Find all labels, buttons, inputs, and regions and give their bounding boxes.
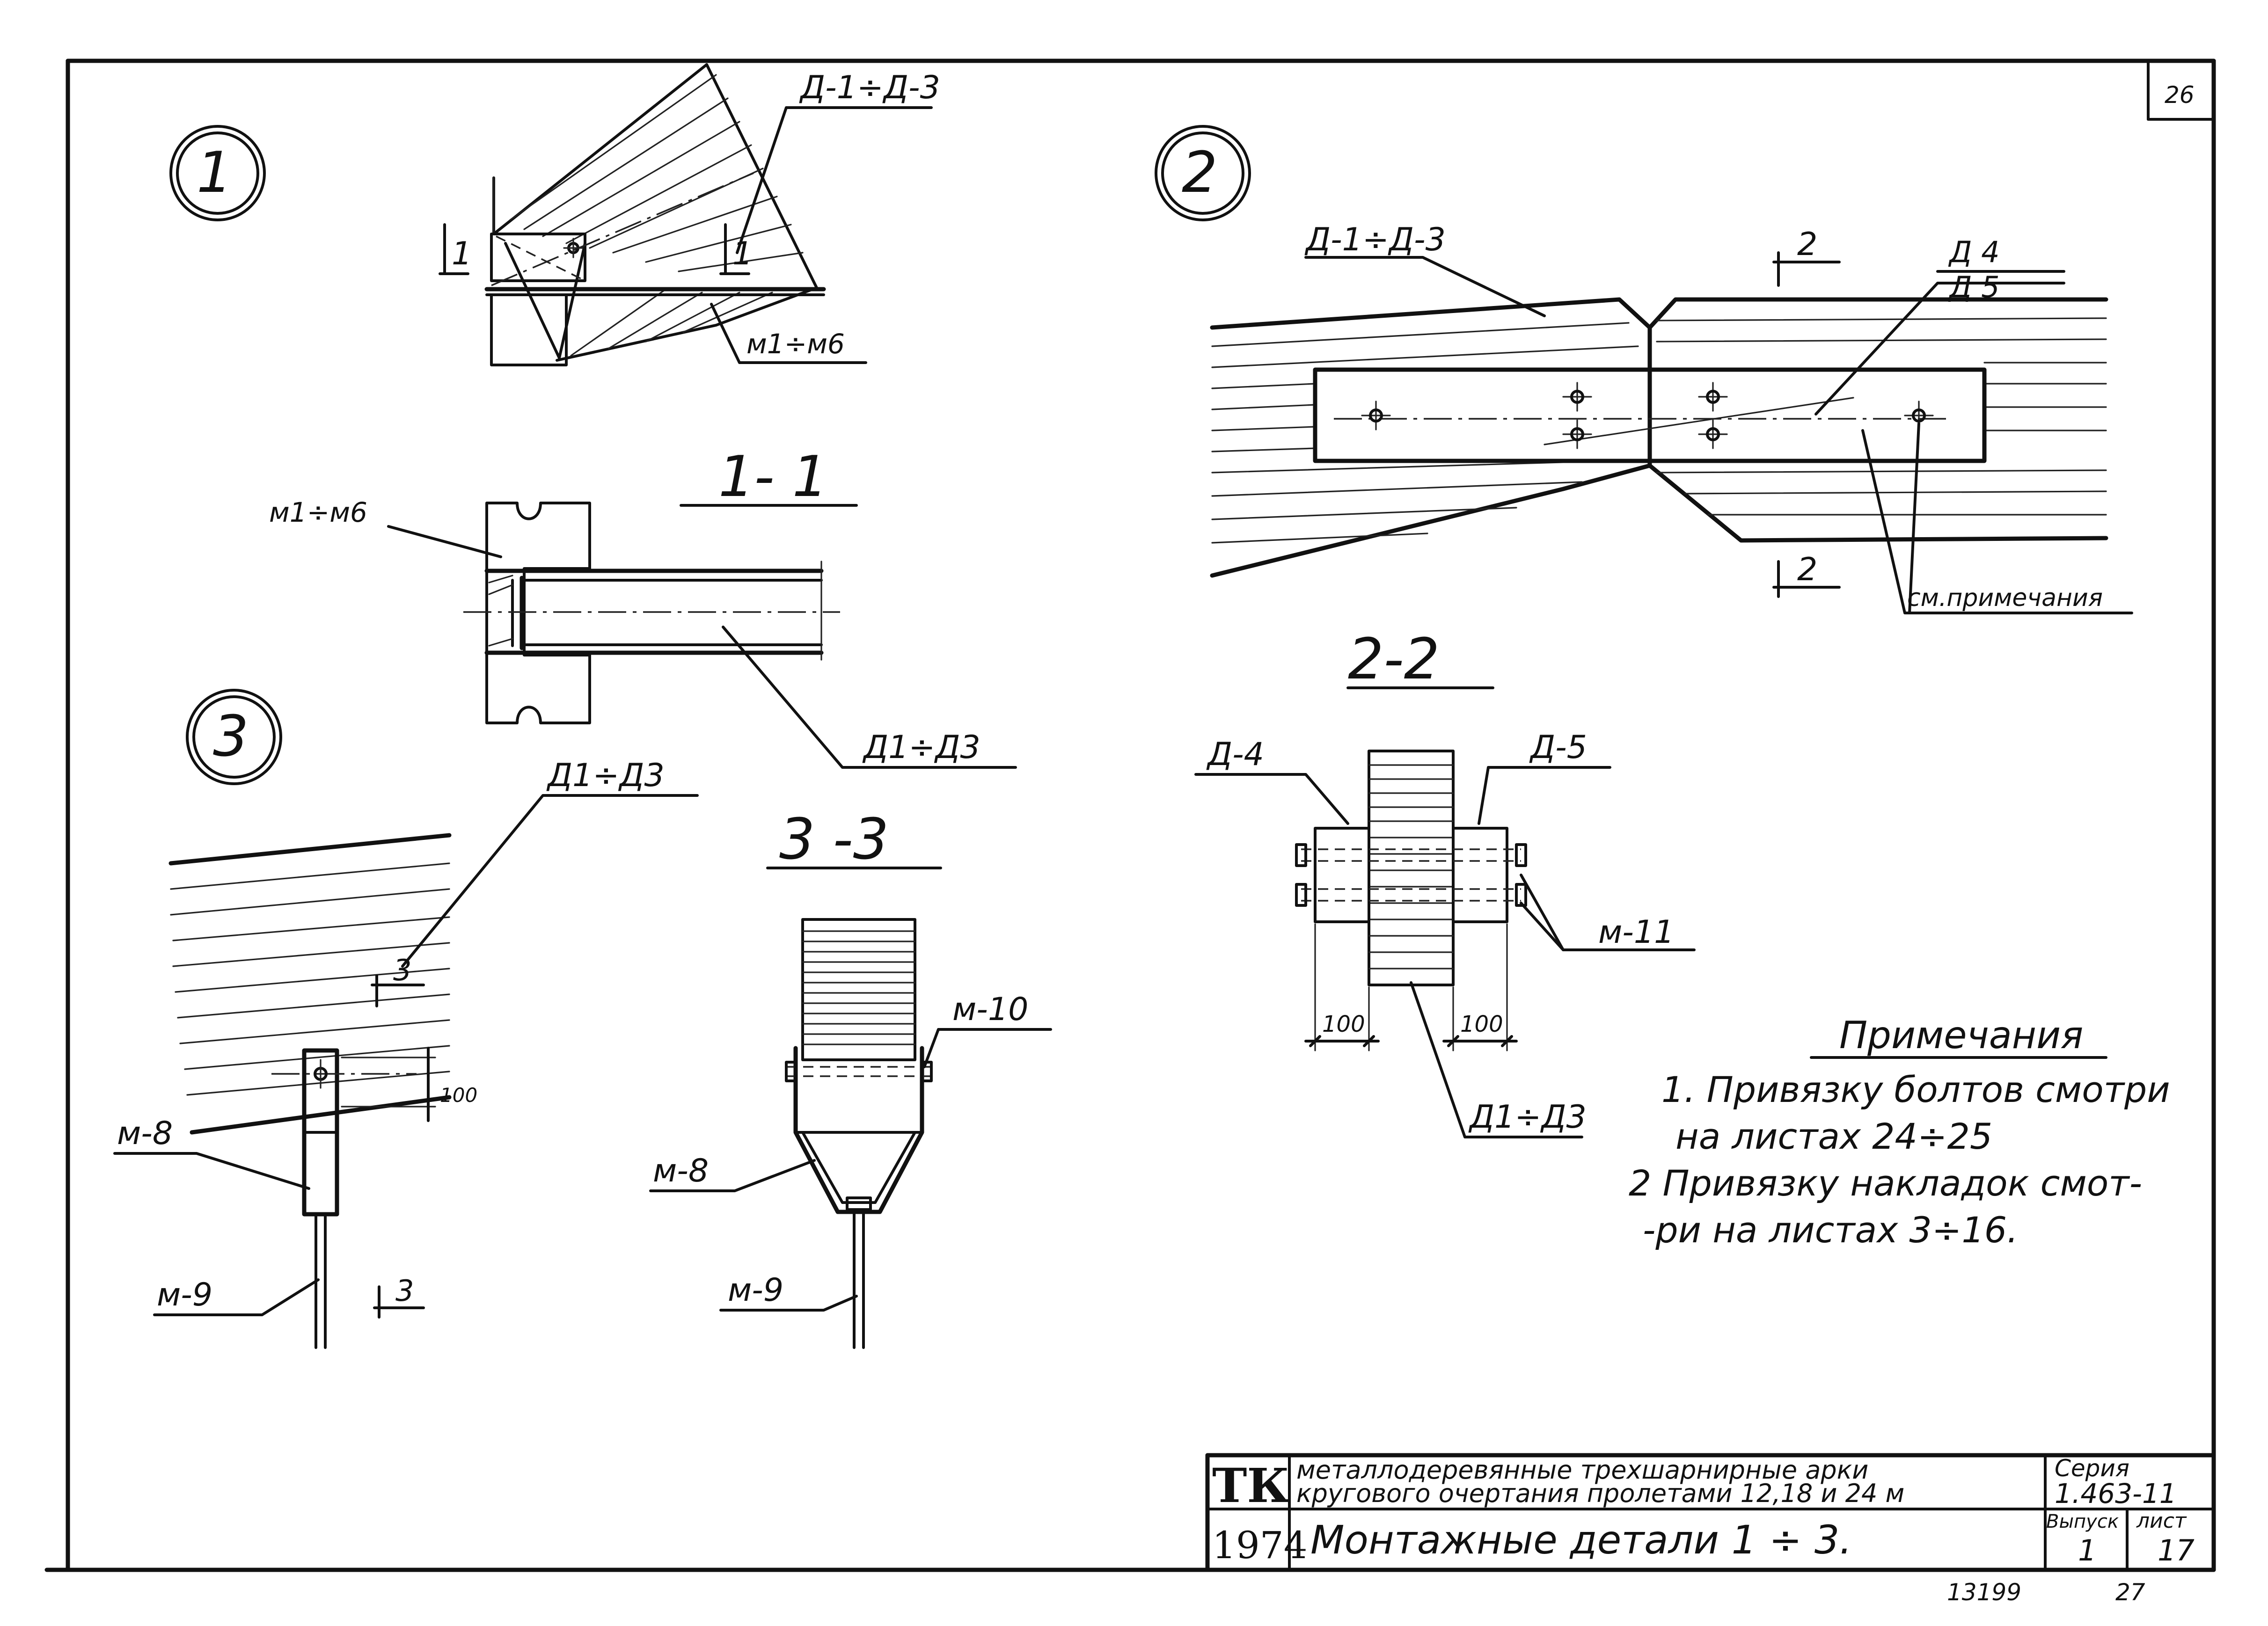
title-block-description-2: кругового очертания пролетами 12,18 и 24… [1296,1479,1904,1508]
title-block-year: 1974 [1212,1524,1308,1567]
detail-1-number: 1 [197,140,232,205]
section-2-2-bolts-label: м-11 [1598,914,1674,951]
section-2-2-right-plate-label: Д-5 [1529,729,1587,766]
detail-1-cut-left: 1 [452,235,472,272]
detail-1-cut-right: 1 [732,235,753,272]
title-block-issue-label: Выпуск [2046,1511,2119,1532]
detail-1-leader-beam: Д-1÷Д-3 [799,69,940,106]
section-3-3-clamp-label: м-8 [653,1152,709,1189]
title-block-description-1: металлодеревянные трехшарнирные арки [1296,1455,1868,1485]
section-2-2-beam-label: Д1÷Д3 [1468,1099,1587,1136]
bolt-symbols [1361,382,1934,449]
bottom-number-right: 27 [2115,1579,2145,1606]
section-3-3 [649,867,1052,1349]
notes-line-2: на листах 24÷25 [1675,1116,1992,1157]
section-2-2-title: 2-2 [1348,627,1440,692]
notes-line-3: 2 Привязку накладок смот- [1629,1162,2142,1204]
section-2-2-left-plate-label: Д-4 [1206,736,1264,773]
notes-title: Примечания [1839,1014,2083,1057]
detail-1-leader-plate: м1÷м6 [746,328,845,360]
detail-3-cut-top: 3 [393,953,411,987]
title-block [1205,1453,2216,1572]
title-block-sheet-title: Монтажные детали 1 ÷ 3. [1310,1517,1852,1563]
title-block-org: ТК [1212,1458,1289,1513]
detail-2-leader-plate-d5: Д 5 [1948,270,2000,304]
corner-sheet-number: 26 [2165,81,2195,109]
section-3-3-title: 3 -3 [779,807,889,872]
section-2-2 [1194,686,1696,1138]
section-3-3-rod-label: м-9 [728,1272,783,1309]
detail-3-dim: 100 [440,1084,477,1107]
section-2-2-dim-right: 100 [1460,1011,1503,1037]
notes-line-4: -ри на листах 3÷16. [1643,1209,2018,1251]
sheet-frame [44,58,2216,1572]
title-block-issue-value: 1 [2078,1533,2096,1568]
bottom-number-left: 13199 [1947,1579,2021,1606]
detail-2-number: 2 [1182,140,1217,205]
detail-3 [113,689,699,1349]
section-1-1 [387,502,1017,769]
section-1-1-plate-label: м1÷м6 [269,496,367,528]
title-block-sheet-value: 17 [2158,1533,2195,1568]
detail-2-leader-beam: Д-1÷Д-3 [1304,221,1446,258]
title-block-sheet-label: лист [2136,1509,2187,1533]
title-block-series-value: 1.463-11 [2055,1478,2177,1509]
detail-2-leader-plate-d4: Д 4 [1948,235,2000,269]
detail-3-clamp-label: м-8 [117,1115,173,1152]
detail-3-rod-label: м-9 [157,1276,212,1313]
section-1-1-title: 1- 1 [718,445,828,510]
notes-line-1: 1. Привязку болтов смотри [1661,1069,2170,1110]
detail-3-number: 3 [213,704,249,769]
section-3-3-bolt-label: м-10 [952,991,1028,1028]
detail-2 [1155,125,2133,614]
detail-3-beam-label: Д1÷Д3 [546,757,665,794]
section-1-1-beam-label: Д1÷Д3 [862,729,980,766]
detail-1 [169,63,933,366]
detail-3-cut-bottom: 3 [395,1274,414,1308]
section-2-2-dim-left: 100 [1322,1011,1365,1037]
detail-2-note-reference: см.примечания [1907,584,2103,612]
detail-2-cut-top: 2 [1797,226,1817,263]
title-block-series-label: Серия [2055,1455,2129,1482]
detail-2-cut-bottom: 2 [1797,551,1817,588]
